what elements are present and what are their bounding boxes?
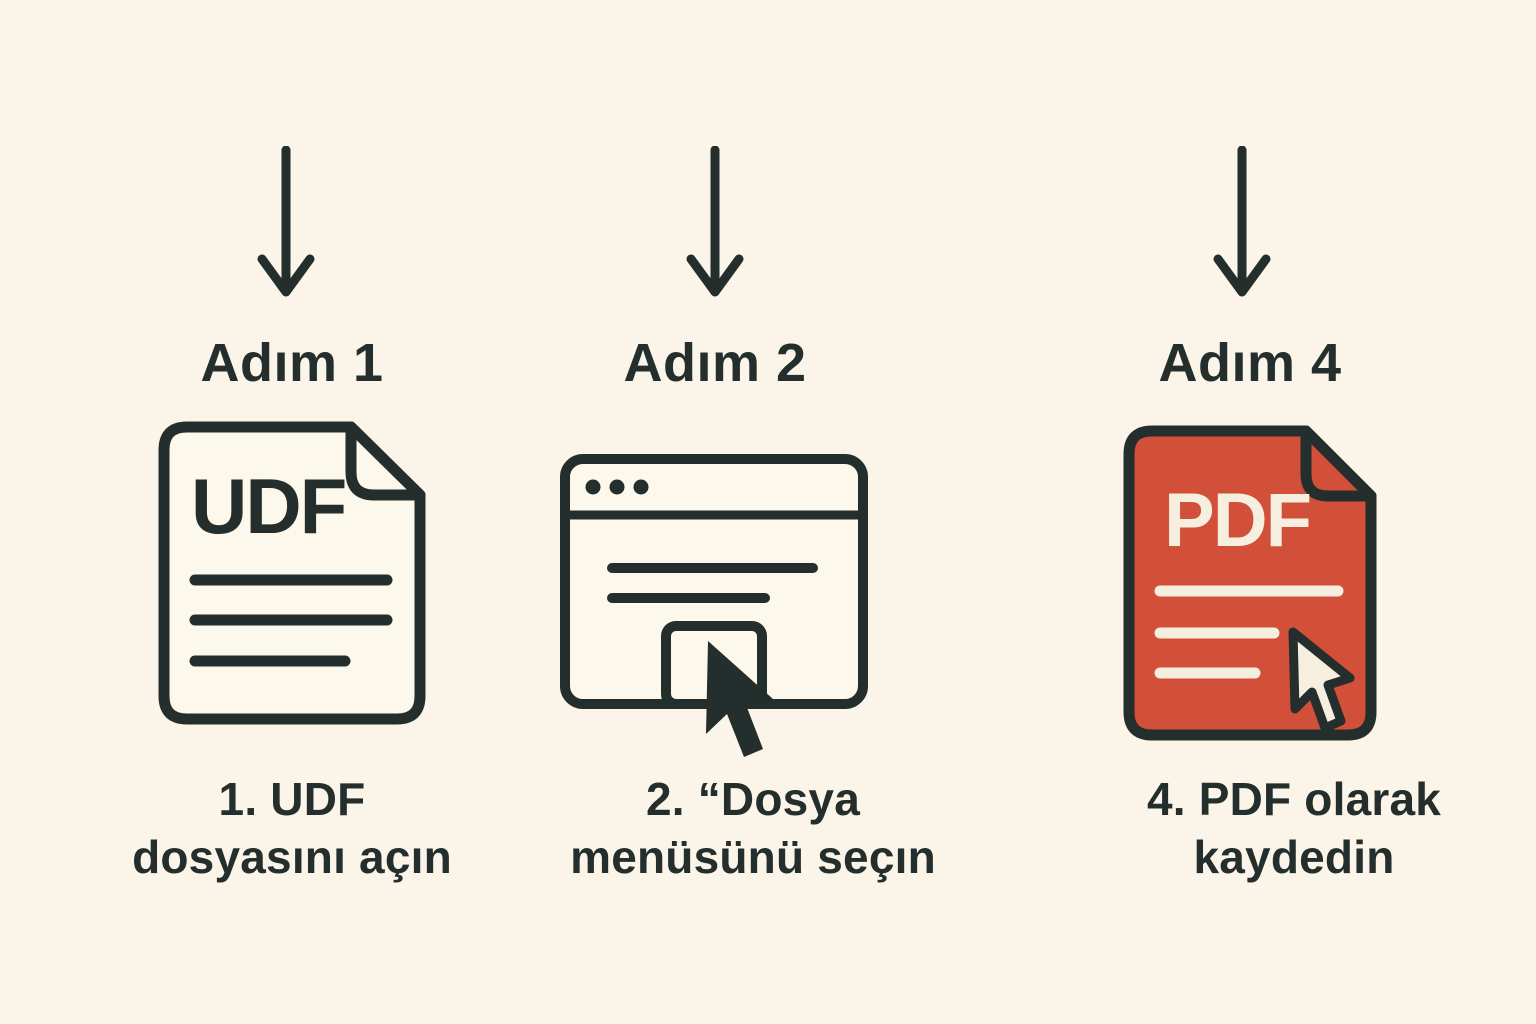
down-arrow-icon	[1213, 145, 1271, 314]
step-1-caption: 1. UDF dosyasını açın	[132, 770, 452, 886]
browser-window-click-icon	[560, 454, 870, 768]
down-arrow-icon	[257, 145, 315, 314]
step-2-caption-line1: 2. “Dosya	[645, 773, 860, 825]
step-column-1: Adım 1 UDF 1. UDF dosyasını açın	[82, 0, 502, 1024]
down-arrow-icon	[686, 145, 744, 314]
step-1-caption-line1: 1. UDF	[218, 773, 366, 825]
cursor-icon	[706, 641, 773, 757]
pdf-document-cursor-icon: PDF	[1122, 424, 1378, 742]
step-2-caption: 2. “Dosya menüsünü seçın	[570, 770, 936, 886]
step-4-caption-line2: kaydedin	[1193, 831, 1395, 883]
step-4-caption: 4. PDF olarak kaydedin	[1147, 770, 1441, 886]
step-4-heading: Adım 4	[1158, 333, 1342, 393]
udf-document-icon: UDF	[157, 420, 427, 726]
window-dot-icon	[585, 479, 601, 495]
udf-label: UDF	[191, 462, 345, 550]
step-2-heading: Adım 2	[623, 333, 807, 393]
window-dot-icon	[609, 479, 625, 495]
step-column-4: Adım 4 PDF 4. PDF olarak kaydedin	[1040, 0, 1460, 1024]
pdf-label: PDF	[1164, 478, 1310, 563]
step-2-caption-line2: menüsünü seçın	[570, 831, 936, 883]
step-column-2: Adım 2 2. “Dosya menüsünü seçın	[505, 0, 936, 1024]
step-4-caption-line1: 4. PDF olarak	[1146, 773, 1442, 825]
step-1-heading: Adım 1	[200, 333, 384, 393]
cursor-icon	[1288, 627, 1355, 733]
step-1-caption-line2: dosyasını açın	[132, 831, 452, 883]
window-dot-icon	[633, 479, 649, 495]
